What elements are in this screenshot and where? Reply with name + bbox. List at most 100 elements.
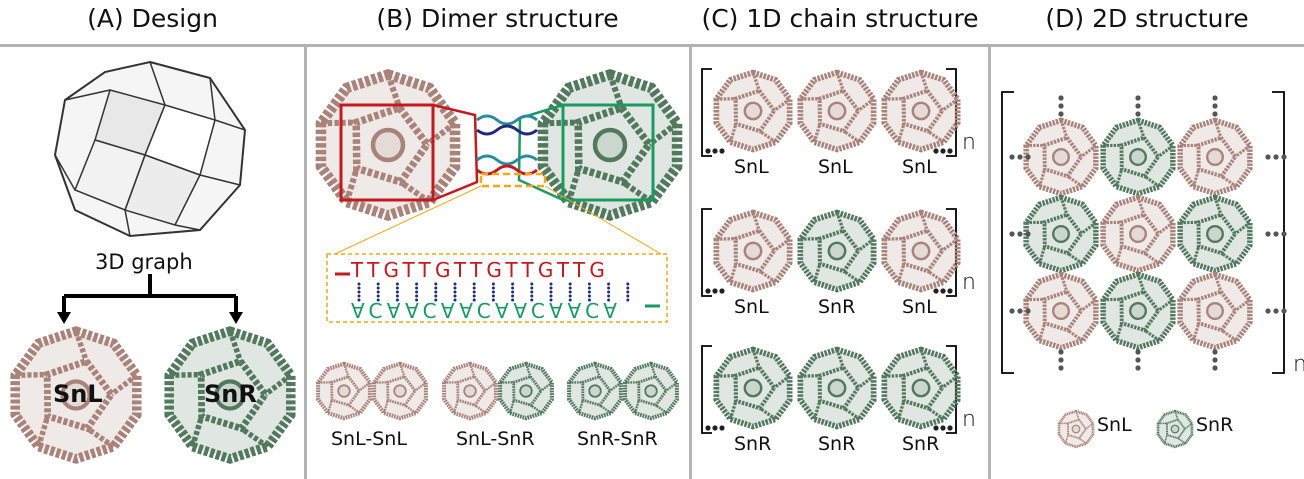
grid-snl-origami <box>1022 117 1100 200</box>
pair2-label: SnL-SnR <box>456 428 535 450</box>
chain-repeat-n: n <box>962 407 976 432</box>
grid-snr-origami <box>1099 271 1177 354</box>
base-pair-dot <box>472 298 476 302</box>
base-pair-dot <box>568 294 572 298</box>
chain-snr-origami <box>796 209 878 296</box>
base-pair-dot <box>395 294 399 298</box>
base-pair-dot <box>415 298 419 302</box>
snl-origami-large <box>8 326 144 467</box>
base-pair-dot <box>491 282 495 286</box>
base-pair-dot <box>530 294 534 298</box>
base-pair-dots <box>357 282 630 302</box>
base-pair-dot <box>453 286 457 290</box>
base-pair-dot <box>549 282 553 286</box>
grid-snr-origami <box>1099 117 1177 200</box>
chain-snr-origami <box>880 346 962 433</box>
base-pair-dot <box>376 294 380 298</box>
base-pair-dot <box>434 294 438 298</box>
chain-snl-origami <box>712 69 794 156</box>
snr-large-label: SnR <box>204 380 257 408</box>
chain-snl-origami <box>880 209 962 296</box>
base-pair-dot <box>376 290 380 294</box>
base-pair-dot <box>587 298 591 302</box>
panel-a-title: (A) Design <box>87 4 218 33</box>
base-pair-dot <box>511 294 515 298</box>
base-pair-dot <box>434 298 438 302</box>
graph-label: 3D graph <box>95 250 193 274</box>
chain-ball-label: SnR <box>818 433 856 455</box>
base-pair-dot <box>472 282 476 286</box>
base-pair-dot <box>395 298 399 302</box>
base-pair-dot <box>626 294 630 298</box>
divider-ab <box>304 47 307 479</box>
pair3-label: SnR-SnR <box>577 428 658 450</box>
base-pair-dot <box>453 290 457 294</box>
base-pair-dot <box>434 290 438 294</box>
base-pair-dot <box>491 298 495 302</box>
dimer-connection <box>326 103 668 323</box>
base-pair-dot <box>472 294 476 298</box>
grid-repeat-n: n <box>1293 352 1304 377</box>
pair1-ball2 <box>371 361 429 424</box>
base-pair-dot <box>434 286 438 290</box>
base-pair-dot <box>511 282 515 286</box>
grid-snr-origami <box>1022 194 1100 277</box>
base-pair-dot <box>453 282 457 286</box>
base-pair-dot <box>626 290 630 294</box>
chain-row-brackets <box>701 68 957 157</box>
grid-snl-origami <box>1022 271 1100 354</box>
base-pair-dot <box>472 286 476 290</box>
chain-repeat-n: n <box>962 270 976 295</box>
chain-snl-origami <box>880 69 962 156</box>
grid-snl-origami <box>1176 271 1254 354</box>
base-pair-dot <box>587 290 591 294</box>
base-pair-dot <box>607 286 611 290</box>
base-pair-dot <box>607 290 611 294</box>
branch-arrows <box>57 274 243 324</box>
legend-snl-swatch <box>1057 409 1095 452</box>
base-pair-dot <box>530 290 534 294</box>
base-pair-dot <box>511 290 515 294</box>
header-divider <box>0 44 1304 47</box>
base-pair-dot <box>626 298 630 302</box>
base-pair-dot <box>549 286 553 290</box>
base-pair-dot <box>357 282 361 286</box>
base-pair-dot <box>491 290 495 294</box>
base-pair-dot <box>587 282 591 286</box>
base-pair-dot <box>607 294 611 298</box>
base-pair-dot <box>491 286 495 290</box>
base-pair-dot <box>511 298 515 302</box>
base-pair-dot <box>549 294 553 298</box>
base-pair-dot <box>434 282 438 286</box>
panel-b-title: (B) Dimer structure <box>376 4 619 33</box>
divider-bc <box>689 47 692 479</box>
polyhedron-wireframe <box>53 60 247 238</box>
grid-continuation-dots <box>1009 95 1287 371</box>
base-pair-dot <box>587 286 591 290</box>
chain-ball-label: SnL <box>902 156 937 178</box>
chain-ball-label: SnL <box>734 156 769 178</box>
base-pair-dot <box>530 282 534 286</box>
chain-snr-origami <box>712 346 794 433</box>
pair2-ball1 <box>441 361 499 424</box>
base-pair-dot <box>395 290 399 294</box>
chain-snl-origami <box>712 209 794 296</box>
base-pair-dot <box>415 282 419 286</box>
base-pair-dot <box>568 286 572 290</box>
base-pair-dot <box>395 282 399 286</box>
base-pair-dot <box>376 298 380 302</box>
grid-snl-origami <box>1099 194 1177 277</box>
base-pair-dot <box>607 282 611 286</box>
base-pair-dot <box>530 286 534 290</box>
chain-repeat-n: n <box>962 130 976 155</box>
chain-snl-origami <box>796 69 878 156</box>
top-strand-sequence: TTGTTGTTGTTGTTG <box>351 258 610 282</box>
pair3-ball2 <box>622 361 680 424</box>
base-pair-dot <box>626 286 630 290</box>
base-pair-dot <box>453 294 457 298</box>
base-pair-dot <box>415 286 419 290</box>
base-pair-dot <box>587 294 591 298</box>
pair1-label: SnL-SnL <box>331 428 407 450</box>
pair1-ball1 <box>315 361 373 424</box>
panel-d-title: (D) 2D structure <box>1045 4 1249 33</box>
